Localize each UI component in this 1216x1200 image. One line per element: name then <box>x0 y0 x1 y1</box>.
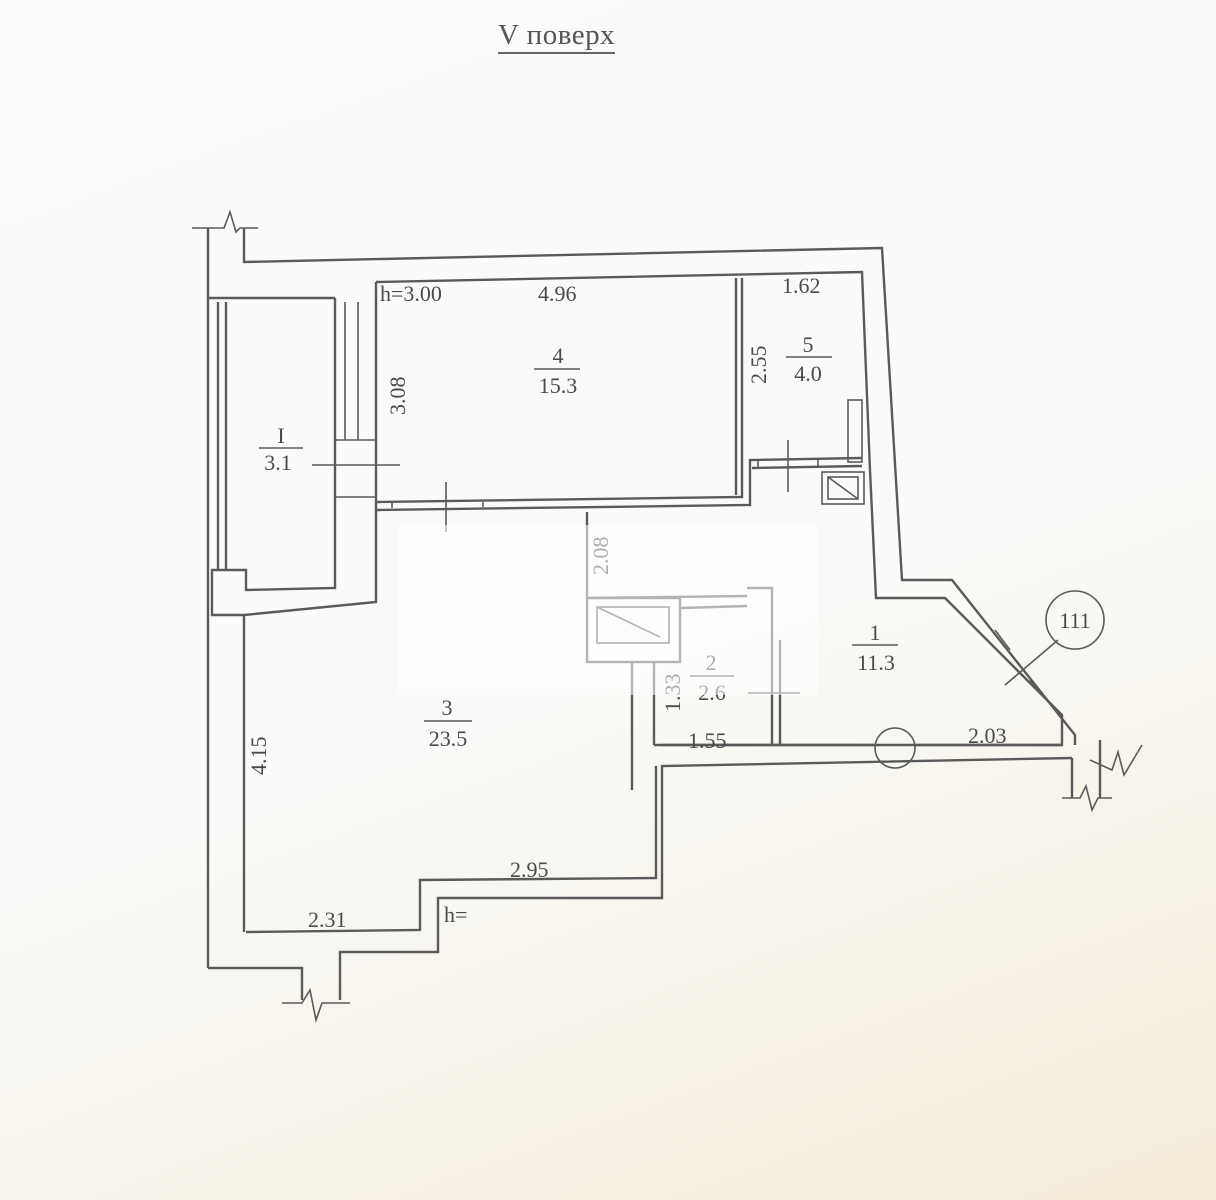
dimension-labels: h=3.00 4.96 1.62 3.08 2.55 2.08 1.33 1.5… <box>246 273 1007 932</box>
svg-text:111: 111 <box>1059 608 1090 633</box>
room-label-4: 4 15.3 <box>534 343 580 398</box>
floor-title: V поверх <box>498 18 616 54</box>
room-label-3: 3 23.5 <box>424 695 472 751</box>
svg-text:3.1: 3.1 <box>264 450 292 475</box>
svg-text:2.03: 2.03 <box>968 723 1007 748</box>
svg-text:1.55: 1.55 <box>688 728 727 753</box>
svg-text:15.3: 15.3 <box>539 373 578 398</box>
svg-text:2.31: 2.31 <box>308 907 347 932</box>
room-label-1: 1 11.3 <box>852 620 898 675</box>
ventilation-shaft-icon <box>821 471 865 505</box>
axis-marker: 111 <box>994 590 1105 699</box>
svg-text:5: 5 <box>803 332 814 357</box>
svg-text:2.55: 2.55 <box>746 346 771 385</box>
svg-text:1: 1 <box>870 620 881 645</box>
svg-text:23.5: 23.5 <box>429 726 468 751</box>
svg-text:2.95: 2.95 <box>510 857 549 882</box>
room-5-walls <box>734 278 865 505</box>
room-label-5: 5 4.0 <box>786 332 832 386</box>
lower-height-label: h= <box>444 902 467 927</box>
ceiling-height-label: h=3.00 <box>380 281 442 306</box>
room-label-I: I 3.1 <box>259 423 303 475</box>
wall-break-right-icon <box>1089 744 1143 778</box>
balcony-walls <box>210 282 400 617</box>
svg-text:4.0: 4.0 <box>794 361 822 386</box>
svg-text:1.62: 1.62 <box>782 273 821 298</box>
riser-circle-icon <box>874 727 916 769</box>
svg-text:11.3: 11.3 <box>857 650 895 675</box>
svg-text:4.15: 4.15 <box>246 737 271 776</box>
wall-break-top-icon <box>192 209 258 234</box>
svg-text:3.08: 3.08 <box>385 377 410 416</box>
svg-text:4.96: 4.96 <box>538 281 577 306</box>
svg-text:4: 4 <box>553 343 564 368</box>
svg-text:3: 3 <box>442 695 453 720</box>
wall-break-bottom-icon <box>282 987 350 1024</box>
svg-text:I: I <box>277 423 284 448</box>
room-4-walls <box>375 278 863 532</box>
watermark-overlay <box>398 525 818 695</box>
outer-walls <box>192 209 1143 1024</box>
wall-break-right-bottom-icon <box>1062 783 1112 813</box>
